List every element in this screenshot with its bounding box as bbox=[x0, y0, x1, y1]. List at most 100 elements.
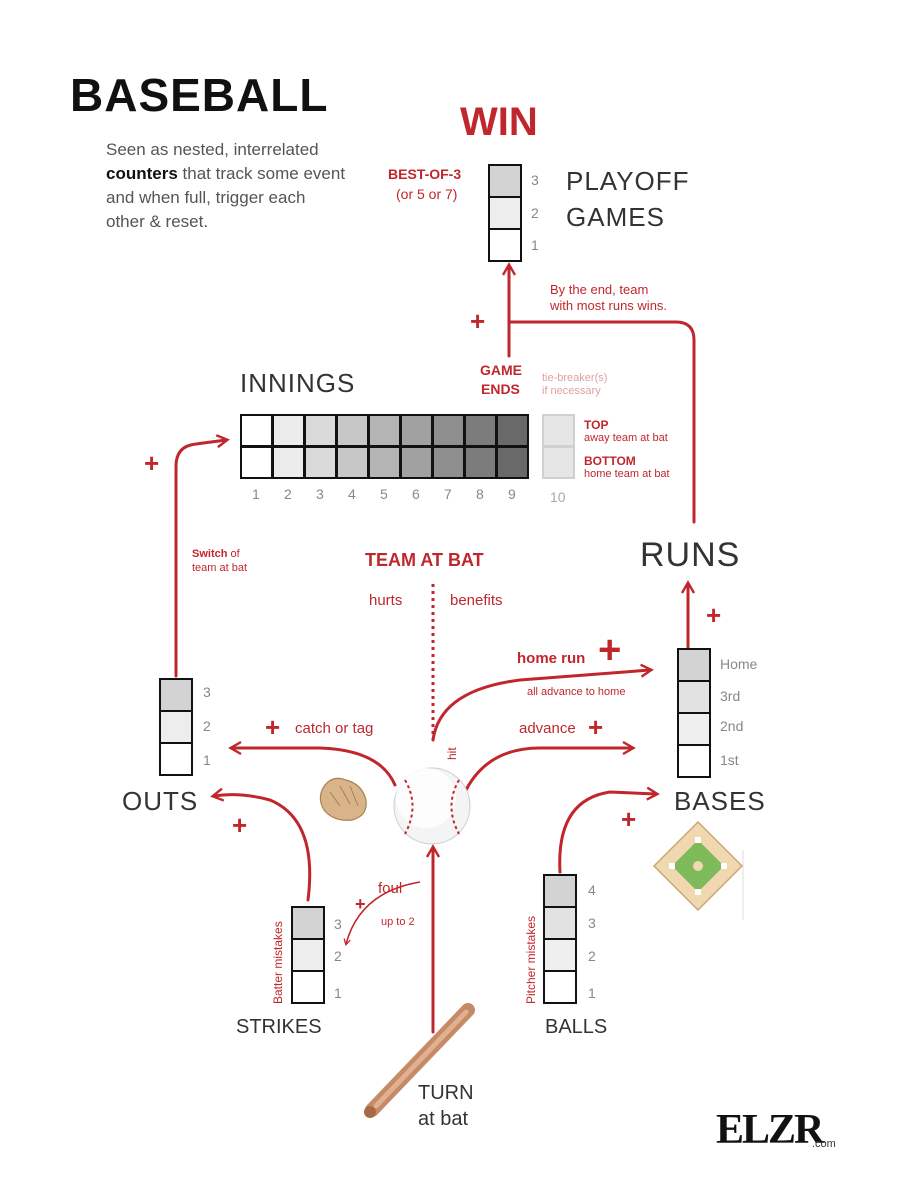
inning-7-top bbox=[432, 414, 465, 447]
playoff-label-1: PLAYOFF bbox=[566, 166, 690, 197]
inning-number-3: 3 bbox=[316, 486, 324, 502]
plus-playoff: + bbox=[470, 306, 485, 337]
logo-suffix: .com bbox=[812, 1138, 836, 1150]
inning-3-bottom bbox=[304, 446, 337, 479]
pitcher-mistakes-label: Pitcher mistakes bbox=[524, 916, 538, 1004]
bases-level-3rd: 3rd bbox=[720, 688, 740, 704]
inning-number-7: 7 bbox=[444, 486, 452, 502]
strikes-box-3 bbox=[291, 906, 325, 940]
innings-label: INNINGS bbox=[240, 368, 355, 399]
or-more-label: (or 5 or 7) bbox=[396, 186, 457, 202]
inning-6-top bbox=[400, 414, 433, 447]
glove-icon bbox=[320, 778, 366, 820]
inning-9-top bbox=[496, 414, 529, 447]
strikes-box-2 bbox=[291, 938, 325, 972]
inning-1-bottom bbox=[240, 446, 273, 479]
switch-bold: Switch bbox=[192, 548, 227, 560]
inning-number-1: 1 bbox=[252, 486, 260, 502]
baseball-field-icon bbox=[654, 822, 743, 920]
top-desc: away team at bat bbox=[584, 432, 668, 444]
bases-label: BASES bbox=[674, 786, 766, 817]
benefits-label: benefits bbox=[450, 592, 503, 609]
inning-number-8: 8 bbox=[476, 486, 484, 502]
inning-9-bottom bbox=[496, 446, 529, 479]
arrow-ball-to-bases bbox=[466, 748, 632, 790]
outs-box-2 bbox=[159, 710, 193, 744]
inning-6-bottom bbox=[400, 446, 433, 479]
inning-number-5: 5 bbox=[380, 486, 388, 502]
outs-box-1 bbox=[159, 742, 193, 776]
turn-label-2: at bat bbox=[418, 1108, 468, 1131]
bases-box-3rd bbox=[677, 680, 711, 714]
catch-or-tag-label: catch or tag bbox=[295, 720, 373, 737]
game-ends-1: GAME bbox=[480, 362, 522, 378]
runs-label: RUNS bbox=[640, 536, 740, 575]
strikes-label: STRIKES bbox=[236, 1016, 322, 1039]
switch-rest: of bbox=[227, 548, 239, 560]
inning-2-top bbox=[272, 414, 305, 447]
playoff-level-1: 1 bbox=[531, 237, 539, 253]
arrow-ball-to-outs bbox=[232, 748, 395, 785]
balls-box-4 bbox=[543, 874, 577, 908]
inning-number-2: 2 bbox=[284, 486, 292, 502]
batter-mistakes-label: Batter mistakes bbox=[271, 921, 285, 1004]
bases-level-1st: 1st bbox=[720, 752, 739, 768]
plus-balls: + bbox=[621, 804, 636, 835]
inning-3-top bbox=[304, 414, 337, 447]
strikes-level-2: 2 bbox=[334, 948, 342, 964]
hit-label: hit bbox=[445, 747, 459, 760]
bases-level-home: Home bbox=[720, 656, 757, 672]
top-label: TOP bbox=[584, 418, 608, 432]
inning-4-top bbox=[336, 414, 369, 447]
home-run-note: all advance to home bbox=[527, 686, 625, 698]
game-ends-2: ENDS bbox=[481, 381, 520, 397]
inning-8-bottom bbox=[464, 446, 497, 479]
plus-strikes: + bbox=[232, 810, 247, 841]
outs-level-1: 1 bbox=[203, 752, 211, 768]
playoff-box-3 bbox=[488, 164, 522, 198]
best-of-label: BEST-OF-3 bbox=[388, 166, 461, 182]
outs-label: OUTS bbox=[122, 786, 198, 817]
home-run-label: home run bbox=[517, 650, 585, 667]
baseball-icon bbox=[394, 768, 470, 844]
balls-level-1: 1 bbox=[588, 985, 596, 1001]
outs-box-3 bbox=[159, 678, 193, 712]
plus-foul: + bbox=[355, 894, 366, 915]
balls-level-3: 3 bbox=[588, 915, 596, 931]
plus-advance: + bbox=[588, 712, 603, 743]
bases-box-home bbox=[677, 648, 711, 682]
strikes-box-1 bbox=[291, 970, 325, 1004]
runs-note-2: with most runs wins. bbox=[550, 298, 667, 313]
runs-note-1: By the end, team bbox=[550, 282, 648, 297]
inning-number-10: 10 bbox=[550, 489, 566, 505]
balls-level-2: 2 bbox=[588, 948, 596, 964]
inning-number-9: 9 bbox=[508, 486, 516, 502]
plus-runs: + bbox=[706, 600, 721, 631]
foul-label: foul bbox=[378, 880, 402, 897]
balls-box-1 bbox=[543, 970, 577, 1004]
inning-7-bottom bbox=[432, 446, 465, 479]
tie-breaker-1: tie-breaker(s) bbox=[542, 372, 607, 384]
balls-box-3 bbox=[543, 906, 577, 940]
advance-label: advance bbox=[519, 720, 576, 737]
inning-10-top bbox=[542, 414, 575, 447]
bases-box-2nd bbox=[677, 712, 711, 746]
arrow-strikes-to-outs bbox=[214, 795, 310, 900]
arrow-balls-to-bases bbox=[560, 792, 656, 872]
balls-box-2 bbox=[543, 938, 577, 972]
subtitle: Seen as nested, interrelated counters th… bbox=[106, 138, 346, 234]
elzr-logo: ELZR bbox=[716, 1106, 822, 1154]
switch-note-1: Switch of bbox=[192, 548, 240, 560]
tie-breaker-2: if necessary bbox=[542, 385, 601, 397]
page-title: BASEBALL bbox=[70, 68, 328, 122]
bottom-label: BOTTOM bbox=[584, 454, 636, 468]
outs-level-2: 2 bbox=[203, 718, 211, 734]
team-at-bat-label: TEAM AT BAT bbox=[365, 550, 484, 571]
subtitle-bold: counters bbox=[106, 164, 178, 183]
inning-number-4: 4 bbox=[348, 486, 356, 502]
inning-5-bottom bbox=[368, 446, 401, 479]
inning-2-bottom bbox=[272, 446, 305, 479]
inning-4-bottom bbox=[336, 446, 369, 479]
turn-label-1: TURN bbox=[418, 1082, 474, 1105]
inning-1-top bbox=[240, 414, 273, 447]
